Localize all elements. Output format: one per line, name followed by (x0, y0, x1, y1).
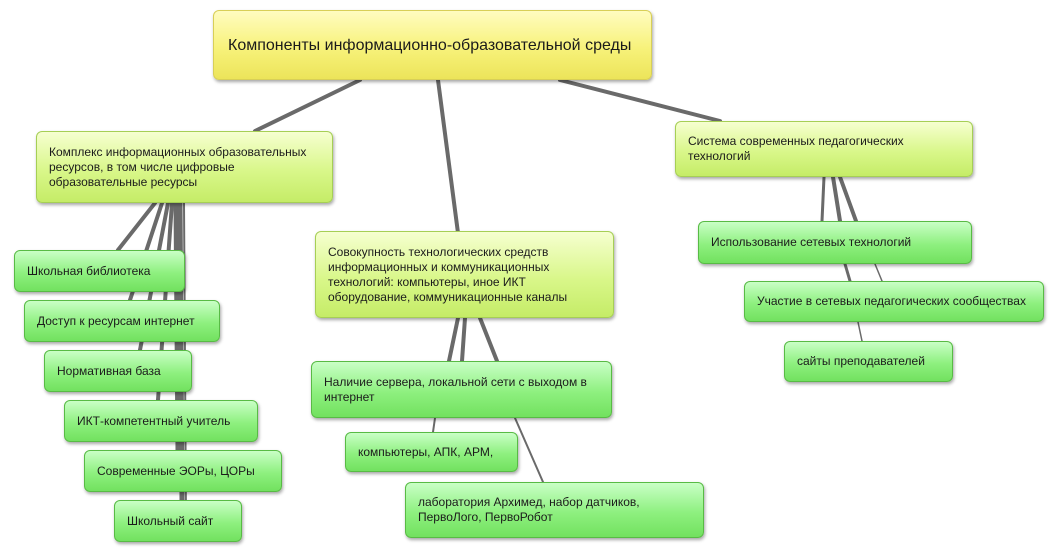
leaf-lab-label: лаборатория Архимед, набор датчиков, Пер… (418, 495, 640, 524)
link-ped-network-2 (831, 175, 842, 223)
leaf-network-tech: Использование сетевых технологий (698, 221, 972, 264)
leaf-communities: Участие в сетевых педагогических сообщес… (744, 281, 1044, 322)
leaf-server-label: Наличие сервера, локальной сети с выходо… (324, 374, 587, 404)
link-ped-sites (857, 321, 863, 342)
link-ped-community (843, 262, 852, 283)
link-root-resources (253, 78, 362, 133)
leaf-eor: Современные ЭОРы, ЦОРы (84, 450, 282, 492)
link-tech-server-2 (460, 316, 467, 363)
leaf-computers: компьютеры, АПК, АРМ, (345, 432, 518, 472)
link-resources-library (116, 201, 157, 252)
root-label: Компоненты информационно-образовательной… (228, 36, 632, 54)
leaf-eor-label: Современные ЭОРы, ЦОРы (97, 463, 255, 478)
branch-technology: Совокупность технологических средств инф… (315, 231, 614, 318)
link-tech-lab (514, 417, 544, 483)
leaf-lab: лаборатория Архимед, набор датчиков, Пер… (405, 482, 704, 538)
link-ped-network (820, 175, 826, 223)
link-tech-computers (432, 417, 436, 433)
link-root-pedagogy (558, 78, 722, 123)
link-ped-network-3 (838, 175, 858, 223)
leaf-network-tech-label: Использование сетевых технологий (711, 235, 912, 249)
leaf-teacher-sites-label: сайты преподавателей (797, 354, 925, 368)
branch-resources-label: Комплекс информационных образовательных … (49, 144, 307, 189)
leaf-library-label: Школьная библиотека (27, 263, 151, 278)
leaf-ict-teacher-label: ИКТ-компетентный учитель (77, 413, 231, 428)
leaf-library: Школьная библиотека (14, 250, 185, 292)
link-root-technology (436, 78, 460, 235)
leaf-normative-base: Нормативная база (44, 350, 192, 392)
branch-resources: Комплекс информационных образовательных … (36, 131, 333, 203)
link-tech-server-3 (478, 316, 499, 363)
leaf-school-site-label: Школьный сайт (127, 513, 214, 528)
leaf-communities-label: Участие в сетевых педагогических сообщес… (757, 294, 1026, 308)
leaf-computers-label: компьютеры, АПК, АРМ, (358, 444, 494, 459)
branch-pedagogy: Система современных педагогических техно… (675, 121, 973, 177)
leaf-internet-access: Доступ к ресурсам интернет (24, 300, 220, 342)
leaf-ict-teacher: ИКТ-компетентный учитель (64, 400, 258, 442)
leaf-internet-access-label: Доступ к ресурсам интернет (37, 313, 195, 328)
leaf-normative-base-label: Нормативная база (57, 363, 161, 378)
branch-technology-label: Совокупность технологических средств инф… (328, 244, 568, 304)
leaf-server: Наличие сервера, локальной сети с выходо… (311, 361, 612, 418)
root-node: Компоненты информационно-образовательной… (213, 10, 652, 80)
leaf-teacher-sites: сайты преподавателей (784, 341, 953, 382)
link-tech-server (447, 316, 460, 363)
branch-pedagogy-label: Система современных педагогических техно… (688, 134, 904, 163)
leaf-school-site: Школьный сайт (114, 500, 242, 542)
link-ped-community-2 (874, 263, 883, 282)
